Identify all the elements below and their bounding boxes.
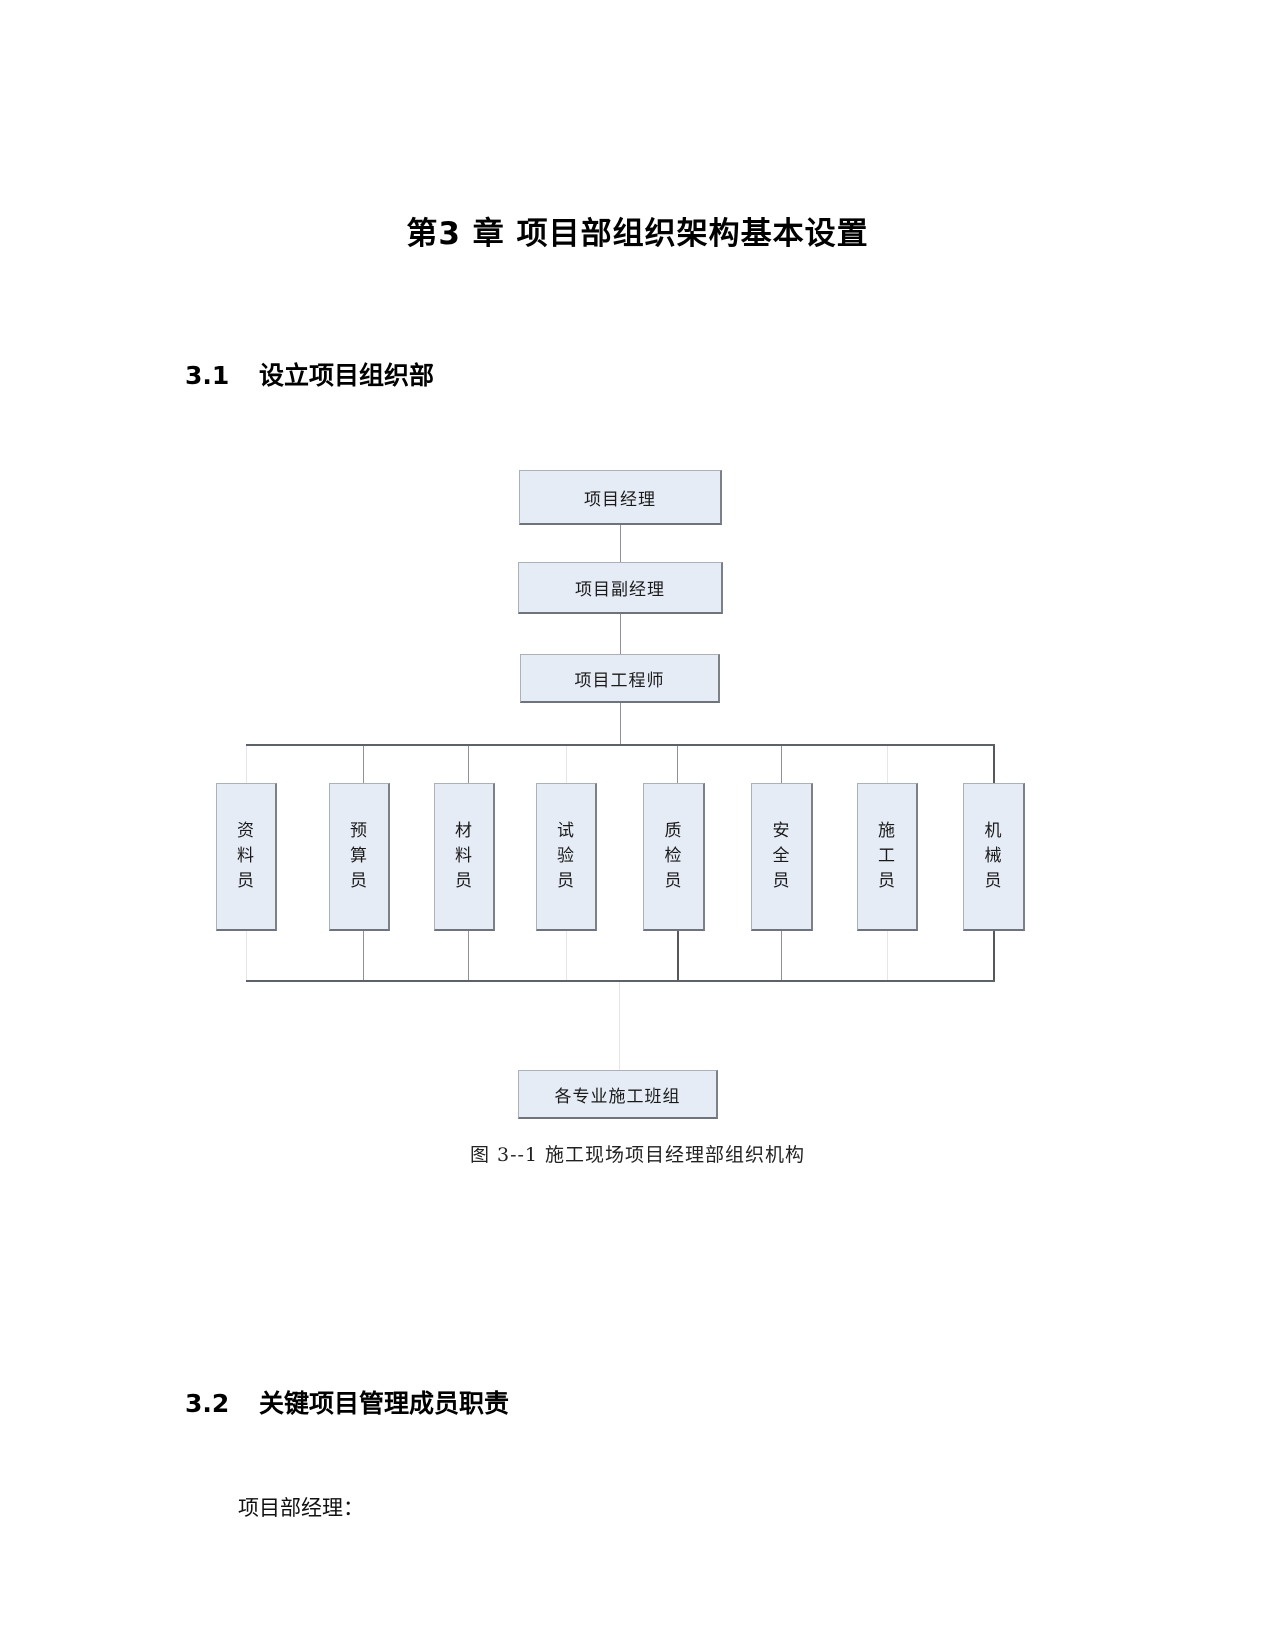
connector-line: [468, 746, 469, 783]
org-box-test-officer: 试 验 员: [536, 783, 597, 931]
org-box-char: 验: [557, 846, 575, 866]
org-box-char: 资: [237, 821, 255, 841]
org-box-char: 质: [664, 821, 683, 841]
connector-line: [993, 931, 995, 981]
connector-line: [993, 746, 995, 783]
org-box-char: 工: [878, 846, 896, 866]
org-box-char: 安: [772, 821, 791, 841]
connector-line: [363, 931, 364, 981]
org-box-project-manager: 项目经理: [519, 470, 722, 525]
org-box-char: 料: [237, 846, 255, 866]
org-box-machinery-officer: 机 械 员: [963, 783, 1025, 931]
connector-line: [246, 931, 247, 981]
org-box-char: 员: [350, 871, 368, 891]
body-paragraph: 项目部经理：: [238, 1496, 364, 1520]
org-box-char: 施: [878, 821, 896, 841]
connector-bus-bottom: [246, 980, 995, 982]
connector-line: [677, 931, 679, 981]
org-box-label: 各专业施工班组: [554, 1086, 681, 1107]
org-box-char: 械: [984, 846, 1003, 866]
section-number: 3.1: [185, 361, 230, 390]
org-box-safety-officer: 安 全 员: [751, 783, 813, 931]
org-box-char: 员: [237, 871, 255, 891]
org-box-char: 员: [772, 871, 791, 891]
org-box-materials-officer: 材 料 员: [434, 783, 495, 931]
connector-line: [246, 746, 247, 783]
org-box-label: 项目副经理: [575, 580, 665, 600]
connector-line: [619, 982, 620, 1070]
connector-line: [620, 703, 621, 745]
org-box-char: 材: [455, 821, 473, 841]
section-title: 关键项目管理成员职责: [259, 1389, 510, 1418]
org-box-deputy-manager: 项目副经理: [518, 562, 723, 614]
org-box-construction-officer: 施 工 员: [857, 783, 918, 931]
org-box-char: 算: [350, 846, 368, 866]
org-box-char: 检: [664, 846, 683, 866]
org-box-label: 项目工程师: [574, 670, 665, 691]
connector-line: [566, 746, 567, 783]
connector-line: [363, 746, 364, 783]
connector-line: [677, 746, 678, 783]
org-box-char: 全: [772, 846, 791, 866]
org-box-char: 员: [557, 871, 575, 891]
org-box-char: 员: [664, 871, 683, 891]
connector-bus-top: [246, 744, 995, 746]
connector-line: [566, 931, 567, 981]
org-box-char: 料: [455, 846, 473, 866]
org-box-project-engineer: 项目工程师: [520, 654, 720, 703]
org-box-char: 员: [455, 871, 473, 891]
org-box-budget-officer: 预 算 员: [329, 783, 390, 931]
org-box-char: 试: [557, 821, 575, 841]
org-box-documentation-clerk: 资 料 员: [216, 783, 277, 931]
connector-line: [620, 614, 621, 654]
org-box-char: 预: [350, 821, 368, 841]
org-box-work-crews: 各专业施工班组: [518, 1070, 718, 1119]
connector-line: [887, 931, 888, 981]
section-title: 设立项目组织部: [259, 361, 435, 390]
org-box-char: 机: [984, 821, 1003, 841]
org-box-label: 项目经理: [584, 489, 656, 510]
section-heading-3-2: 3.2 关键项目管理成员职责: [185, 1384, 509, 1420]
connector-line: [781, 746, 782, 783]
connector-line: [468, 931, 469, 981]
figure-caption: 图 3--1 施工现场项目经理部组织机构: [469, 1144, 806, 1166]
org-box-quality-inspector: 质 检 员: [643, 783, 705, 931]
chapter-title: 第3 章 项目部组织架构基本设置: [406, 216, 869, 252]
section-heading-3-1: 3.1 设立项目组织部: [185, 356, 434, 392]
org-box-char: 员: [878, 871, 896, 891]
connector-line: [620, 525, 621, 562]
connector-line: [887, 746, 888, 783]
org-box-char: 员: [984, 871, 1003, 891]
section-number: 3.2: [185, 1389, 230, 1418]
connector-line: [781, 931, 782, 981]
